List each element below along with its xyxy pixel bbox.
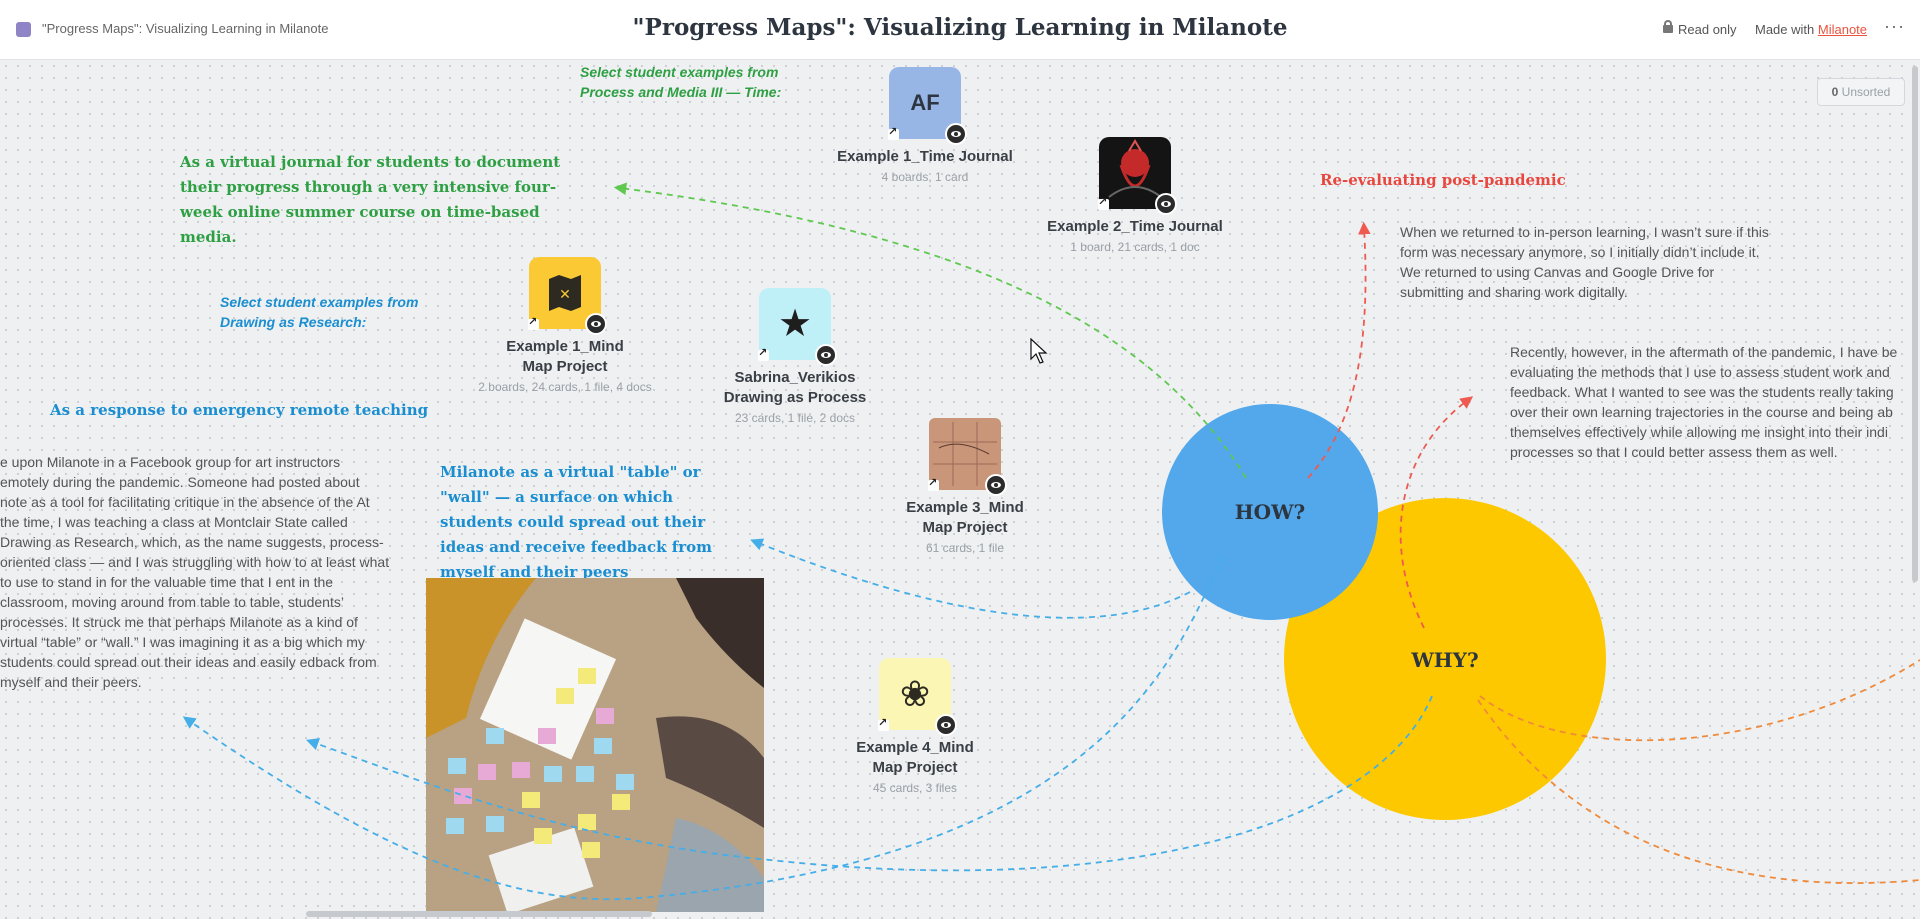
board-initials: AF (910, 90, 940, 115)
how-label: HOW? (1234, 500, 1306, 524)
svg-text:✕: ✕ (559, 287, 571, 303)
unsorted-count: 0 (1831, 85, 1839, 99)
eye-icon[interactable] (945, 123, 967, 145)
board-thumbnail (1098, 137, 1177, 215)
top-bar: "Progress Maps": Visualizing Learning in… (0, 0, 1920, 60)
board-thumbnail: ★ (758, 288, 837, 366)
board-card-mind-map-1[interactable]: ✕ Example 1_Mind Map Project 2 boards, 2… (465, 257, 665, 394)
recently-note: Recently, however, in the aftermath of t… (1510, 344, 1898, 460)
eye-icon[interactable] (935, 714, 957, 736)
time-examples-label: Select student examples from Process and… (580, 64, 782, 100)
board-card-time-journal-1[interactable]: AF Example 1_Time Journal 4 boards, 1 ca… (825, 67, 1025, 184)
board-thumbnail: AF (888, 67, 967, 145)
shortcut-link-icon (528, 315, 539, 330)
vertical-scrollbar[interactable] (1912, 66, 1918, 582)
eye-icon[interactable] (815, 344, 837, 366)
milanote-link[interactable]: Milanote (1817, 22, 1868, 37)
board-card-drawing-process[interactable]: ★ Sabrina_Verikios Drawing as Process 23… (695, 288, 895, 425)
treasure-map-icon: ✕ (529, 257, 601, 329)
board-color-icon (16, 22, 31, 37)
board-card-mind-map-3[interactable]: Example 3_Mind Map Project 61 cards, 1 f… (865, 418, 1065, 555)
mouse-cursor-icon (1030, 338, 1048, 364)
board-thumbnail (928, 418, 1007, 496)
shortcut-link-icon (1098, 195, 1109, 210)
board-title: Example 1_Mind Map Project (506, 338, 624, 375)
page-title: "Progress Maps": Visualizing Learning in… (632, 14, 1288, 41)
returned-note: When we returned to in-person learning, … (1400, 224, 1769, 300)
board-thumbnail: ✕ (528, 257, 607, 335)
board-meta: 2 boards, 24 cards, 1 file, 4 docs (478, 380, 652, 394)
facebook-note: e upon Milanote in a Facebook group for … (0, 454, 390, 690)
board-card-time-journal-2[interactable]: Example 2_Time Journal 1 board, 21 cards… (1035, 137, 1235, 254)
board-title: Example 4_Mind Map Project (856, 739, 974, 776)
board-title: Example 3_Mind Map Project (906, 499, 1024, 536)
eye-icon[interactable] (585, 313, 607, 335)
board-thumbnail: ❀ (878, 658, 957, 736)
eye-icon[interactable] (985, 474, 1007, 496)
board-title: Example 2_Time Journal (1047, 218, 1223, 235)
board-card-mind-map-4[interactable]: ❀ Example 4_Mind Map Project 45 cards, 3… (815, 658, 1015, 795)
read-only-label: Read only (1678, 22, 1737, 37)
board-meta: 1 board, 21 cards, 1 doc (1070, 240, 1200, 254)
virtual-table-heading: Milanote as a virtual "table" or "wall" … (440, 463, 712, 581)
emergency-heading: As a response to emergency remote teachi… (50, 401, 429, 419)
reevaluating-heading: Re-evaluating post-pandemic (1320, 171, 1566, 189)
virtual-journal-heading: As a virtual journal for students to doc… (180, 153, 561, 246)
classroom-photo[interactable] (426, 578, 764, 912)
board-title: Example 1_Time Journal (837, 148, 1013, 165)
drawing-examples-label: Select student examples from Drawing as … (220, 294, 419, 330)
more-options-icon[interactable]: ··· (1884, 16, 1905, 36)
made-with-label: Made with (1755, 22, 1815, 37)
board-meta: 61 cards, 1 file (925, 541, 1005, 555)
board-meta: 4 boards, 1 card (881, 170, 969, 184)
unsorted-label: Unsorted (1841, 85, 1891, 99)
shortcut-link-icon (758, 346, 769, 361)
read-only-indicator: Read only (1663, 20, 1737, 37)
lock-icon (1663, 20, 1673, 33)
shortcut-link-icon (928, 476, 939, 491)
board-title: Sabrina_Verikios Drawing as Process (723, 369, 867, 406)
eye-icon[interactable] (1155, 193, 1177, 215)
breadcrumb[interactable]: "Progress Maps": Visualizing Learning in… (42, 21, 329, 36)
why-label: WHY? (1411, 648, 1479, 672)
horizontal-scrollbar[interactable] (306, 911, 652, 917)
board-meta: 45 cards, 3 files (872, 781, 958, 795)
shortcut-link-icon (888, 125, 899, 140)
made-with: Made with Milanote (1755, 22, 1867, 37)
shortcut-link-icon (878, 716, 889, 731)
how-circle[interactable]: HOW? (1162, 404, 1378, 620)
unsorted-button[interactable]: 0 Unsorted (1817, 78, 1905, 106)
